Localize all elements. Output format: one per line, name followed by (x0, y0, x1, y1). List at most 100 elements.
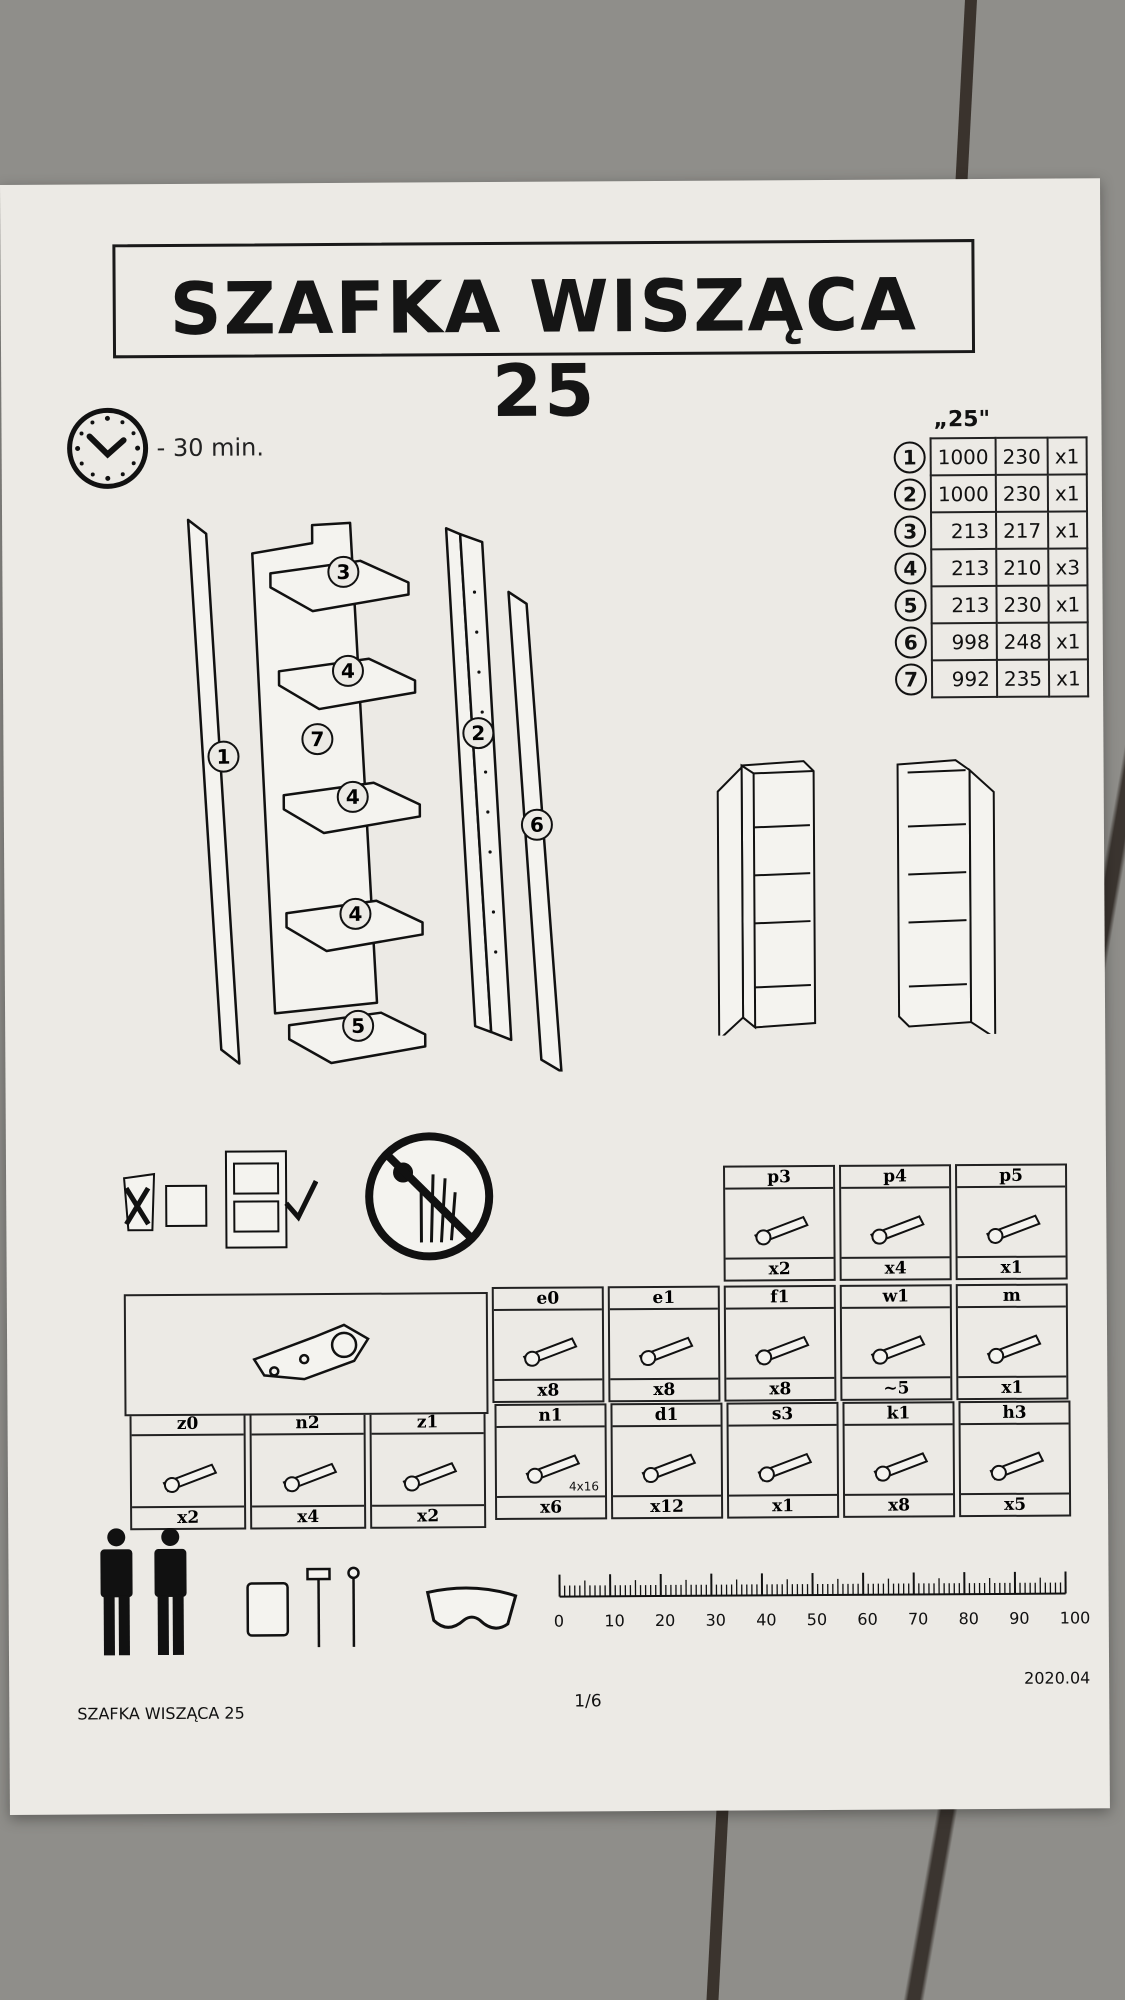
hardware-quantity: x2 (372, 1504, 485, 1527)
ruler-number: 20 (654, 1610, 676, 1631)
hardware-p5-icon (986, 1214, 1041, 1244)
hardware-quantity: x4 (252, 1504, 365, 1528)
panel-label-4: 4 (336, 780, 369, 813)
hardware-quantity: x2 (725, 1256, 834, 1280)
hardware-code: p3 (725, 1166, 834, 1190)
title-frame: SZAFKA WISZĄCA 25 (112, 239, 976, 433)
hardware-p3-icon (754, 1215, 809, 1246)
part-quantity: x3 (1048, 548, 1088, 586)
part-quantity: x1 (1048, 585, 1088, 623)
hardware-e0-icon (522, 1337, 578, 1367)
part-dimension: 230 (995, 474, 1049, 512)
ruler-number: 70 (907, 1609, 929, 1629)
hardware-code: n1 (496, 1405, 605, 1428)
hardware-w1-icon (870, 1335, 926, 1365)
hardware-size-note: 4x16 (568, 1479, 600, 1494)
hardware-f1-icon (754, 1335, 810, 1366)
hardware-code: z1 (371, 1412, 484, 1435)
hardware-quantity: x8 (610, 1377, 719, 1401)
clock-icon (67, 407, 149, 489)
part-quantity: x1 (1047, 437, 1087, 475)
part-dimension: 210 (996, 548, 1049, 586)
measuring-ruler (558, 1571, 1067, 1598)
hardware-code: p5 (957, 1165, 1066, 1189)
panel-2-front (458, 532, 513, 1042)
hardware-z0-icon (162, 1463, 218, 1493)
part-number: 7 (894, 662, 928, 696)
hardware-box-z1: z1 x2 (369, 1410, 487, 1529)
part-number: 3 (894, 514, 927, 548)
part-dimension: 998 (931, 622, 997, 661)
ruler-number: 40 (756, 1610, 777, 1630)
hardware-h3-icon (989, 1451, 1045, 1481)
panel-label-7: 7 (301, 722, 334, 756)
part-dimension: 235 (996, 659, 1050, 697)
part-number: 4 (894, 551, 927, 585)
hardware-z1-icon (402, 1462, 458, 1492)
part-dimension: 1000 (930, 474, 996, 513)
part-number: 2 (893, 477, 927, 511)
page-number: 1/6 (574, 1691, 602, 1712)
part-number: 1 (893, 440, 926, 474)
ruler-number: 80 (958, 1609, 979, 1629)
hardware-box-k1: k1 x8 (842, 1401, 956, 1518)
packaging-disposal-icon (122, 1150, 319, 1249)
hardware-code: n2 (251, 1412, 364, 1436)
part-quantity: x1 (1048, 622, 1088, 660)
hardware-n1-icon (525, 1454, 581, 1484)
ruler-number: 60 (857, 1609, 878, 1629)
part-dimension: 230 (995, 437, 1048, 475)
part-dimension: 1000 (930, 437, 996, 476)
hardware-quantity: x1 (957, 1255, 1066, 1279)
hardware-code: p4 (841, 1166, 950, 1189)
part-dimension: 248 (996, 622, 1050, 660)
hardware-quantity: x8 (845, 1493, 954, 1516)
part-number: 6 (894, 625, 927, 659)
hardware-k1-icon (873, 1452, 929, 1482)
ruler-number: 0 (553, 1611, 565, 1631)
ruler-number: 10 (604, 1611, 625, 1631)
hardware-code: e1 (609, 1287, 718, 1311)
hardware-e1-icon (638, 1336, 694, 1367)
hardware-d1-icon (641, 1453, 697, 1484)
hardware-quantity: x1 (958, 1375, 1067, 1399)
two-people-icon (100, 1527, 187, 1656)
part-number: 5 (894, 588, 927, 622)
ruler-number: 100 (1059, 1608, 1091, 1628)
hardware-box-p3: p3 x2 (723, 1164, 836, 1282)
hardware-code: e0 (493, 1288, 602, 1312)
hardware-code: m (957, 1285, 1066, 1309)
hardware-quantity: x6 (497, 1495, 606, 1518)
ruler-number: 90 (1009, 1608, 1030, 1628)
hinge-assembly-box (123, 1292, 489, 1417)
hardware-quantity: x2 (132, 1505, 245, 1529)
part-dimension: 213 (931, 511, 997, 550)
ruler-number: 30 (705, 1610, 726, 1630)
safety-glasses-icon (425, 1586, 518, 1630)
hardware-code: s3 (728, 1403, 837, 1427)
hardware-code: w1 (841, 1286, 950, 1309)
hardware-box-n2: n2 x4 (249, 1410, 367, 1530)
part-dimension: 230 (996, 585, 1049, 623)
tools-icon (246, 1566, 360, 1648)
hardware-code: f1 (725, 1286, 834, 1310)
assembled-cabinet-left-hinge (716, 760, 817, 1036)
hardware-p4-icon (870, 1215, 925, 1245)
hardware-quantity: x8 (494, 1378, 603, 1402)
hardware-code: k1 (844, 1403, 953, 1426)
hardware-code: d1 (612, 1404, 721, 1428)
hardware-m-icon (986, 1334, 1042, 1364)
part-dimension: 992 (931, 659, 998, 698)
